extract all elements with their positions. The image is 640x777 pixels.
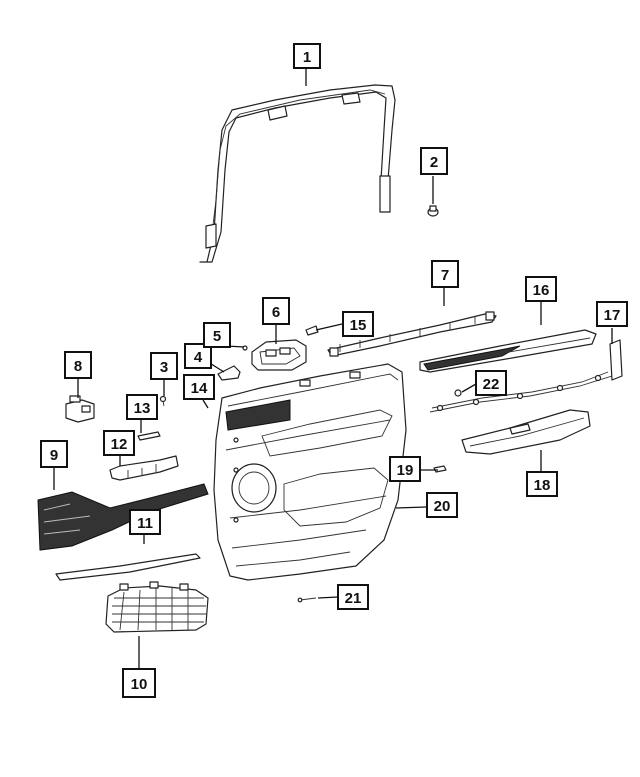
callout-2-label: 2 (430, 154, 438, 171)
callout-10-label: 10 (131, 676, 148, 693)
callout-15: 15 (342, 311, 374, 337)
callout-19-label: 19 (397, 462, 414, 479)
callout-22-label: 22 (483, 376, 500, 393)
callout-11-label: 11 (137, 515, 153, 532)
bezel-13-part (137, 431, 161, 441)
callout-5-label: 5 (213, 328, 221, 345)
callout-22: 22 (475, 370, 507, 396)
callout-5: 5 (203, 322, 231, 348)
callout-16: 16 (525, 276, 557, 302)
callout-8: 8 (64, 351, 92, 379)
wire-harness-17-part (429, 339, 623, 413)
callout-1: 1 (293, 43, 321, 69)
trim-strip-7-part (327, 311, 497, 357)
door-trim-panel-14-part (213, 363, 407, 581)
callout-13-label: 13 (134, 400, 151, 417)
callout-17-label: 17 (604, 307, 621, 324)
sill-strip-11-part (55, 553, 201, 581)
clip-15-part (305, 325, 319, 336)
callout-4-label: 4 (194, 349, 203, 366)
callout-6-label: 6 (272, 304, 280, 321)
callout-1-label: 1 (303, 49, 311, 66)
callout-21-label: 21 (345, 590, 362, 607)
callout-13: 13 (126, 394, 158, 420)
callout-15-label: 15 (350, 317, 367, 334)
bezel-4-part (217, 365, 241, 381)
armrest-pad-18-part (461, 409, 591, 455)
fastener-2-part (427, 205, 439, 217)
callout-18-label: 18 (534, 477, 551, 494)
callout-7: 7 (431, 260, 459, 288)
callout-17: 17 (596, 301, 628, 327)
door-frame-upper-part (199, 84, 396, 263)
callout-14: 14 (183, 374, 215, 400)
callout-9: 9 (40, 440, 68, 468)
callout-12-label: 12 (111, 436, 128, 453)
callout-8-label: 8 (74, 358, 82, 375)
pin-21-part (297, 597, 317, 603)
callout-19: 19 (389, 456, 421, 482)
callout-18: 18 (526, 471, 558, 497)
callout-20: 20 (426, 492, 458, 518)
callout-6: 6 (262, 297, 290, 325)
push-pin-22-part (454, 389, 462, 397)
callout-16-label: 16 (533, 282, 550, 299)
switch-module-8-part (65, 395, 95, 423)
callout-3-label: 3 (160, 359, 168, 376)
clip-19-part (433, 465, 447, 473)
callout-10: 10 (122, 668, 156, 698)
callout-3: 3 (150, 352, 178, 380)
screw-3-part (159, 395, 167, 407)
callout-14-label: 14 (191, 380, 208, 397)
callout-12: 12 (103, 430, 135, 456)
handle-bracket-6-part (251, 339, 307, 371)
callout-20-label: 20 (434, 498, 451, 515)
armrest-trim-16-part (419, 329, 597, 373)
callout-2: 2 (420, 147, 448, 175)
callout-9-label: 9 (50, 447, 58, 464)
water-shield-9-part (37, 483, 209, 551)
bracket-12-part (109, 455, 179, 481)
speaker-grille-10-part (105, 581, 209, 633)
callout-7-label: 7 (441, 267, 449, 284)
callout-21: 21 (337, 584, 369, 610)
callout-11: 11 (129, 509, 161, 535)
leader-lines (53, 68, 613, 668)
